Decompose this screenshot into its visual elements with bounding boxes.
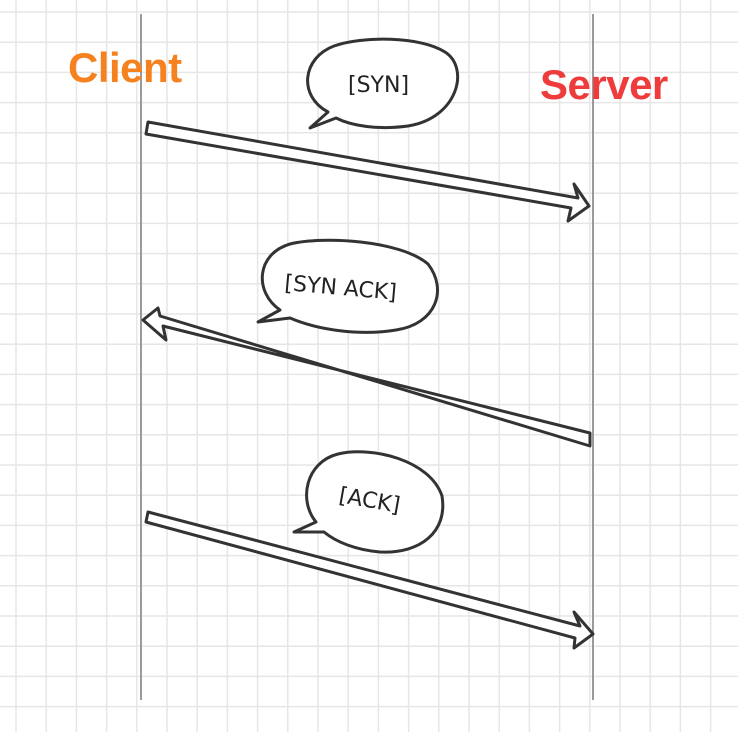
syn-label: [SYN] xyxy=(348,73,409,98)
message-ack: [ACK] xyxy=(144,450,595,650)
syn-ack-arrow xyxy=(141,306,592,448)
ack-arrow xyxy=(144,510,595,650)
server-label: Server xyxy=(540,61,668,108)
syn-arrow xyxy=(144,120,591,223)
syn-ack-speech-bubble: [SYN ACK] xyxy=(256,238,439,334)
ack-speech-bubble: [ACK] xyxy=(292,450,445,554)
message-syn: [SYN] xyxy=(144,37,591,223)
syn-speech-bubble: [SYN] xyxy=(306,37,460,130)
message-syn-ack: [SYN ACK] xyxy=(141,238,592,448)
client-label: Client xyxy=(68,44,182,91)
